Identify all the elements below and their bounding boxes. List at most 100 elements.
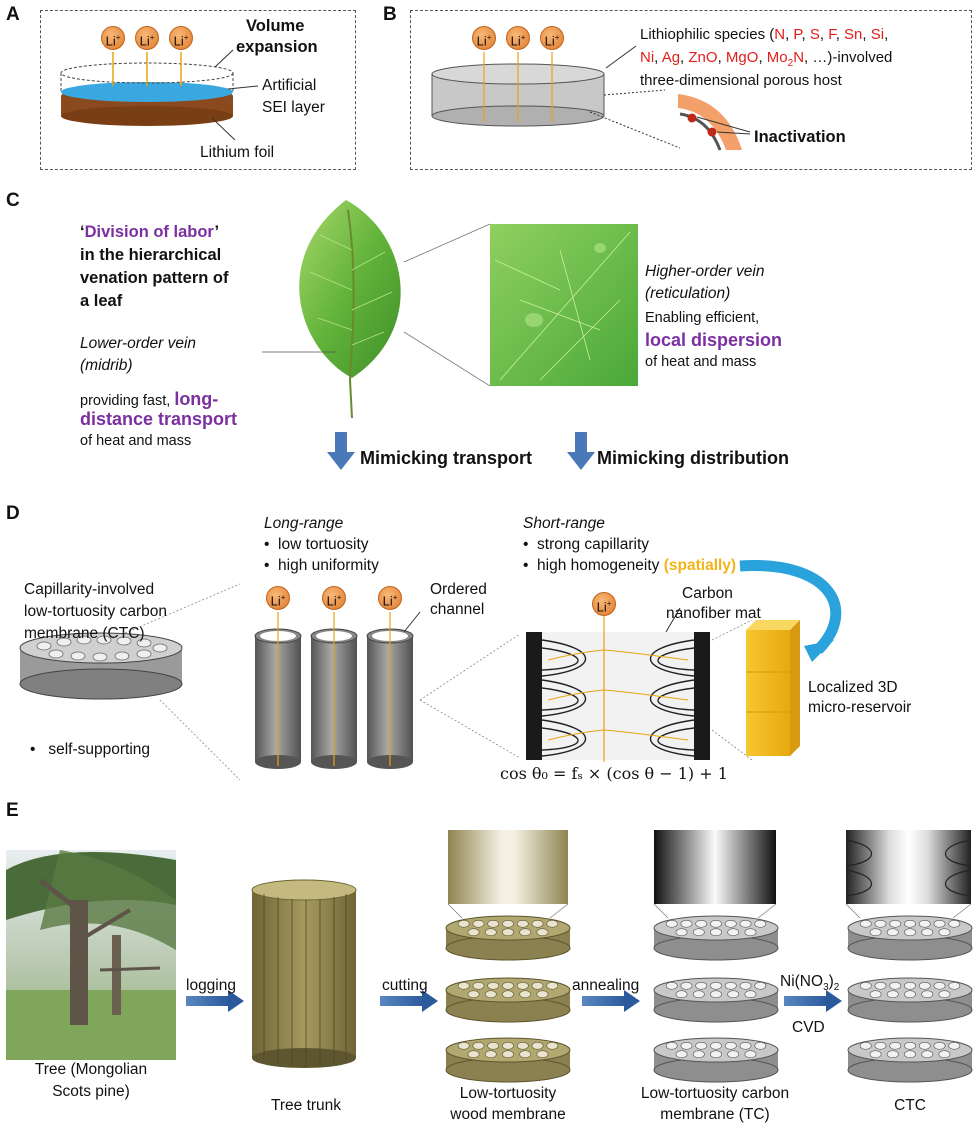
trunk-cylinder bbox=[251, 879, 357, 1068]
species-ni: Ni bbox=[640, 49, 655, 66]
membrane-disc-part bbox=[502, 1041, 514, 1050]
panel-c-graphic bbox=[262, 200, 638, 470]
membrane-disc-part bbox=[938, 1050, 951, 1059]
spatially-label: (spatially) bbox=[663, 557, 737, 574]
li-ion-icon: Li+ bbox=[378, 586, 402, 610]
membrane-disc-part bbox=[516, 1041, 529, 1050]
localized-label-2: micro-reservoir bbox=[808, 699, 912, 716]
membrane-disc-part bbox=[692, 928, 705, 937]
membrane-disc-part bbox=[754, 919, 767, 928]
species-zno: ZnO bbox=[688, 49, 718, 66]
membrane-disc-part bbox=[502, 919, 514, 928]
species-p: P bbox=[793, 26, 802, 43]
membrane-disc-part bbox=[710, 1050, 722, 1059]
species-f: F bbox=[828, 26, 836, 43]
membrane-disc-part bbox=[472, 1041, 485, 1050]
membrane-disc-part bbox=[695, 981, 708, 990]
lithiophilic-line-3: three-dimensional porous host bbox=[640, 72, 842, 89]
panel-d-graphic bbox=[19, 560, 842, 781]
ctc-desc-2: low-tortuosity carbon bbox=[24, 603, 168, 620]
providing-fast-line: providing fast, long- bbox=[80, 389, 219, 409]
division-of-labor-line: ‘Division of labor’ bbox=[80, 223, 220, 241]
membrane-disc-part bbox=[695, 919, 708, 928]
membrane-disc-part bbox=[536, 928, 549, 937]
midrib-label: (midrib) bbox=[80, 357, 133, 374]
ordered-label-1: Ordered bbox=[430, 581, 487, 598]
membrane-disc-part bbox=[869, 928, 882, 937]
species-si: Si bbox=[870, 26, 885, 43]
membrane-disc-part bbox=[519, 1050, 532, 1059]
lithiophilic-line-2: Ni, Ag, ZnO, MgO, Mo2N, …)-involved bbox=[640, 49, 893, 69]
membrane-disc-part bbox=[859, 981, 872, 990]
membrane-disc-part bbox=[727, 990, 740, 999]
membrane-disc-part bbox=[665, 981, 678, 990]
tc-zoom bbox=[654, 830, 776, 904]
step-nitrate: Ni(NO3)2 bbox=[780, 973, 840, 994]
localized-label-1: Localized 3D bbox=[808, 679, 898, 696]
membrane-disc-part bbox=[933, 1041, 946, 1050]
species-ag: Ag bbox=[661, 49, 681, 66]
ctc-caption: CTC bbox=[894, 1097, 926, 1114]
species-s: S bbox=[809, 26, 820, 43]
membrane-disc-part bbox=[904, 981, 916, 990]
panel-label-a: A bbox=[6, 4, 20, 25]
membrane-disc-part bbox=[710, 928, 722, 937]
capillary-channel-zoom bbox=[526, 607, 753, 762]
membrane-disc-part bbox=[519, 928, 532, 937]
membrane-disc-part bbox=[675, 928, 688, 937]
membrane-disc-part bbox=[739, 981, 752, 990]
membrane-disc-part bbox=[546, 1041, 559, 1050]
sei-label-2: SEI layer bbox=[262, 99, 325, 116]
carbon-label-2: nanofiber mat bbox=[666, 605, 761, 622]
mimicking-transport-label: Mimicking transport bbox=[360, 448, 533, 468]
membrane-disc-part bbox=[739, 1041, 752, 1050]
membrane-disc-part bbox=[904, 1041, 916, 1050]
reticulation-label: (reticulation) bbox=[645, 285, 731, 302]
membrane-disc-part bbox=[484, 1050, 497, 1059]
li-ion-icon: Li+ bbox=[135, 26, 159, 50]
tree-caption-2: Scots pine) bbox=[52, 1083, 130, 1100]
membrane-disc-part bbox=[948, 981, 961, 990]
volume-label-2: expansion bbox=[236, 38, 318, 56]
venation-line: venation pattern of bbox=[80, 269, 229, 287]
membrane-disc-part bbox=[531, 981, 544, 990]
membrane-disc-part bbox=[921, 990, 934, 999]
li-ion-icon: Li+ bbox=[592, 592, 616, 616]
membrane-disc-part bbox=[874, 1041, 887, 1050]
li-ion-icon: Li+ bbox=[169, 26, 193, 50]
tree-photo bbox=[6, 850, 176, 1060]
species-n: N bbox=[774, 26, 786, 43]
membrane-disc-part bbox=[847, 1037, 973, 1063]
membrane-disc-part bbox=[948, 1041, 961, 1050]
wood-caption-2: wood membrane bbox=[450, 1106, 566, 1123]
membrane-disc-part bbox=[710, 919, 722, 928]
membrane-disc-part bbox=[546, 981, 559, 990]
panel-b-graphic bbox=[431, 45, 751, 151]
tree-caption-1: Tree (Mongolian bbox=[34, 1061, 148, 1078]
local-dispersion-label: local dispersion bbox=[645, 330, 783, 350]
heat-mass-higher: of heat and mass bbox=[645, 354, 757, 370]
membrane-disc-part bbox=[710, 1041, 722, 1050]
li-ion-icon: Li+ bbox=[322, 586, 346, 610]
short-range-label: Short-range bbox=[523, 515, 605, 532]
membrane-disc-part bbox=[653, 977, 779, 1003]
membrane-disc-part bbox=[680, 919, 693, 928]
membrane-disc-part bbox=[665, 919, 678, 928]
li-ion-icon: Li+ bbox=[540, 26, 564, 50]
species-sn: Sn bbox=[844, 26, 863, 43]
membrane-disc-part bbox=[472, 919, 485, 928]
membrane-disc-part bbox=[536, 990, 549, 999]
self-supporting-bullet: • self-supporting bbox=[30, 741, 151, 758]
distance-transport-label: distance transport bbox=[80, 409, 238, 429]
mimicking-distribution-label: Mimicking distribution bbox=[597, 448, 789, 468]
membrane-disc-part bbox=[744, 990, 757, 999]
membrane-disc-part bbox=[692, 990, 705, 999]
membrane-disc-part bbox=[744, 928, 757, 937]
membrane-disc-part bbox=[744, 1050, 757, 1059]
membrane-disc-part bbox=[886, 928, 899, 937]
lithiophilic-line-1: Lithiophilic species (N, P, S, F, Sn, Si… bbox=[640, 26, 889, 43]
membrane-disc-part bbox=[653, 1037, 779, 1063]
species-mgo: MgO bbox=[725, 49, 759, 66]
